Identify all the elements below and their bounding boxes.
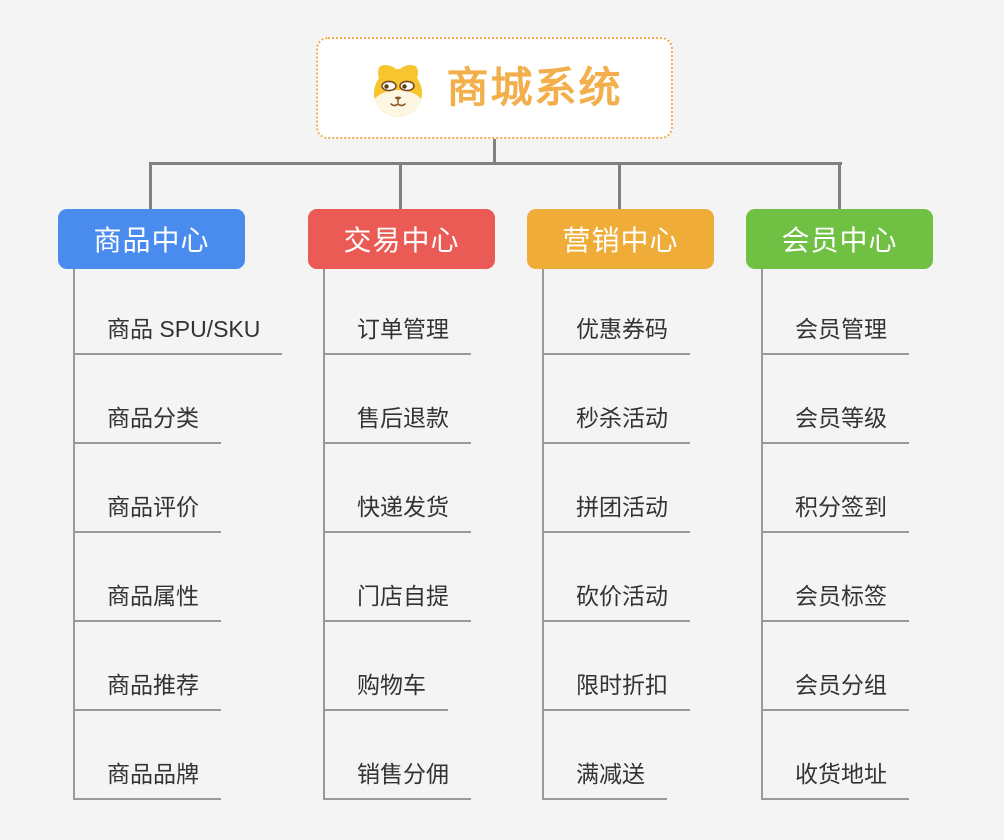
child-label: 满减送 xyxy=(542,761,667,800)
connector-root-drop xyxy=(493,139,496,163)
branch-products-children: 商品 SPU/SKU 商品分类 商品评价 商品属性 商品推荐 商品品牌 xyxy=(73,269,283,800)
connector-bus xyxy=(149,162,842,165)
branch-trade-children: 订单管理 售后退款 快递发货 门店自提 购物车 销售分佣 xyxy=(323,269,471,800)
branch-marketing-children: 优惠券码 秒杀活动 拼团活动 砍价活动 限时折扣 满减送 xyxy=(542,269,690,800)
child-node[interactable]: 销售分佣 xyxy=(323,711,471,800)
child-label: 商品 SPU/SKU xyxy=(73,316,283,355)
child-node[interactable]: 积分签到 xyxy=(761,444,909,533)
child-label: 商品属性 xyxy=(73,583,221,622)
child-node[interactable]: 会员等级 xyxy=(761,355,909,444)
dog-icon xyxy=(374,65,423,117)
child-node[interactable]: 快递发货 xyxy=(323,444,471,533)
child-label: 收货地址 xyxy=(761,761,909,800)
child-node[interactable]: 砍价活动 xyxy=(542,533,690,622)
connector-drop-products xyxy=(149,162,152,210)
child-label: 销售分佣 xyxy=(323,761,471,800)
child-node[interactable]: 商品属性 xyxy=(73,533,282,622)
root-node[interactable]: 商城系统 xyxy=(316,37,673,139)
child-label: 商品评价 xyxy=(73,494,221,533)
child-node[interactable]: 满减送 xyxy=(542,711,690,800)
connector-drop-marketing xyxy=(618,162,621,210)
child-node[interactable]: 商品 SPU/SKU xyxy=(73,269,283,355)
child-label: 订单管理 xyxy=(323,316,471,355)
child-node[interactable]: 收货地址 xyxy=(761,711,909,800)
category-label: 商品中心 xyxy=(93,225,210,256)
connector-drop-members xyxy=(838,162,841,210)
child-label: 优惠券码 xyxy=(542,316,690,355)
child-node[interactable]: 商品评价 xyxy=(73,444,282,533)
child-node[interactable]: 会员管理 xyxy=(761,269,909,355)
connector-drop-trade xyxy=(399,162,402,210)
child-label: 砍价活动 xyxy=(542,583,690,622)
child-label: 会员等级 xyxy=(761,405,909,444)
child-label: 门店自提 xyxy=(323,583,471,622)
child-node[interactable]: 购物车 xyxy=(323,622,471,711)
child-label: 会员管理 xyxy=(761,316,909,355)
child-label: 商品分类 xyxy=(73,405,221,444)
child-label: 限时折扣 xyxy=(542,672,690,711)
category-label: 会员中心 xyxy=(781,225,898,256)
child-label: 会员分组 xyxy=(761,672,909,711)
child-node[interactable]: 限时折扣 xyxy=(542,622,690,711)
child-node[interactable]: 商品推荐 xyxy=(73,622,282,711)
child-node[interactable]: 会员分组 xyxy=(761,622,909,711)
child-label: 会员标签 xyxy=(761,583,909,622)
child-node[interactable]: 商品分类 xyxy=(73,355,282,444)
child-node[interactable]: 门店自提 xyxy=(323,533,471,622)
category-node-marketing[interactable]: 营销中心 xyxy=(527,209,714,269)
category-node-products[interactable]: 商品中心 xyxy=(58,209,245,269)
child-node[interactable]: 商品品牌 xyxy=(73,711,282,800)
child-label: 商品推荐 xyxy=(73,672,221,711)
category-node-trade[interactable]: 交易中心 xyxy=(308,209,495,269)
child-label: 购物车 xyxy=(323,672,448,711)
child-label: 拼团活动 xyxy=(542,494,690,533)
child-label: 售后退款 xyxy=(323,405,471,444)
child-node[interactable]: 订单管理 xyxy=(323,269,471,355)
child-label: 商品品牌 xyxy=(73,761,221,800)
child-label: 快递发货 xyxy=(323,494,471,533)
category-label: 营销中心 xyxy=(562,225,679,256)
root-title: 商城系统 xyxy=(446,64,623,111)
child-label: 积分签到 xyxy=(761,494,909,533)
child-node[interactable]: 拼团活动 xyxy=(542,444,690,533)
category-node-members[interactable]: 会员中心 xyxy=(746,209,933,269)
child-node[interactable]: 会员标签 xyxy=(761,533,909,622)
child-node[interactable]: 售后退款 xyxy=(323,355,471,444)
category-label: 交易中心 xyxy=(343,225,460,256)
child-node[interactable]: 秒杀活动 xyxy=(542,355,690,444)
child-label: 秒杀活动 xyxy=(542,405,690,444)
child-node[interactable]: 优惠券码 xyxy=(542,269,690,355)
branch-members-children: 会员管理 会员等级 积分签到 会员标签 会员分组 收货地址 xyxy=(761,269,909,800)
